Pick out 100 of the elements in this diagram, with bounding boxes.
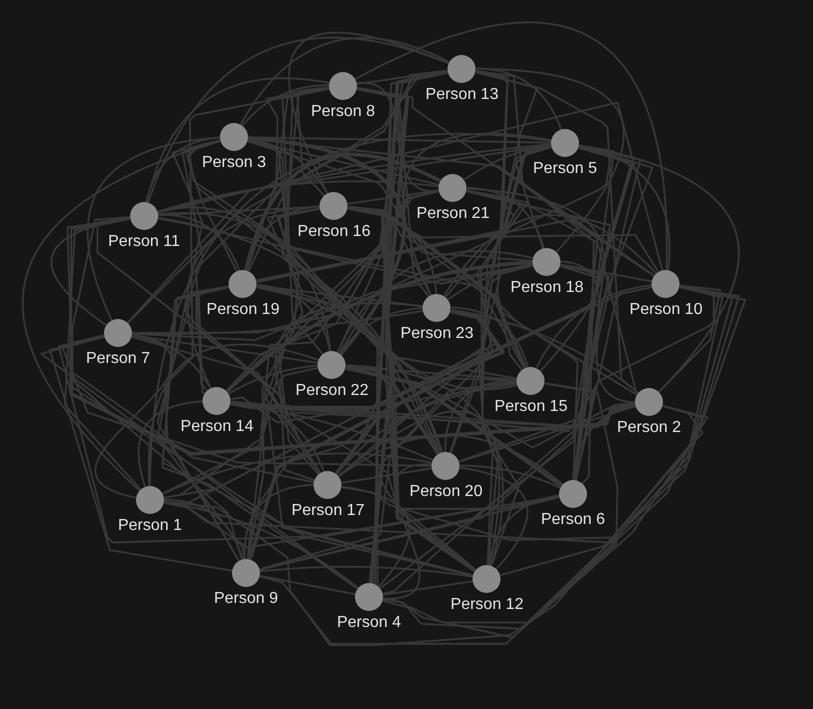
node-label: Person 11 <box>107 233 181 251</box>
connection-line <box>186 139 238 272</box>
connection-line <box>146 77 330 202</box>
connection-line <box>279 367 318 482</box>
connection-line <box>256 144 552 283</box>
connection-line <box>348 189 440 205</box>
connection-line <box>147 36 450 203</box>
node-label: Person 13 <box>424 86 500 104</box>
node-label: Person 21 <box>416 205 490 223</box>
connection-line <box>476 68 625 252</box>
node-label: Person 10 <box>628 301 704 319</box>
connection-line <box>259 566 474 578</box>
connection-line <box>536 284 652 369</box>
connection-line <box>402 132 552 296</box>
connection-line <box>342 467 432 484</box>
node-label: Person 1 <box>116 517 184 535</box>
connection-line <box>382 463 432 600</box>
connection-line <box>380 264 610 590</box>
node-label: Person 12 <box>450 596 524 614</box>
node-label: Person 2 <box>616 419 682 437</box>
connection-line <box>500 285 740 576</box>
connection-line <box>162 452 432 495</box>
connection-line <box>575 286 652 480</box>
connection-line <box>475 68 562 130</box>
connection-line <box>164 264 534 499</box>
connection-line <box>94 334 174 499</box>
connection-line <box>132 189 440 334</box>
node-label: Person 20 <box>408 483 484 501</box>
node-label: Person 23 <box>400 325 474 343</box>
connection-line <box>240 36 450 126</box>
connection-line <box>296 86 330 196</box>
node-label: Person 19 <box>206 301 280 319</box>
connection-line <box>157 102 664 271</box>
connection-line <box>164 88 330 562</box>
node-label: Person 3 <box>200 154 268 172</box>
node-label: Person 22 <box>294 382 370 400</box>
connection-line <box>162 286 358 590</box>
node-label: Person 16 <box>296 223 372 241</box>
connection-line <box>459 405 636 463</box>
connection-line <box>476 70 595 484</box>
connection-line <box>246 146 552 560</box>
connection-line <box>336 250 534 353</box>
connection-line <box>466 186 545 249</box>
connection-line <box>382 580 474 596</box>
connection-line <box>230 400 325 472</box>
connection-line <box>342 486 410 588</box>
connection-line <box>338 190 515 477</box>
node-label: Person 7 <box>84 350 152 368</box>
connection-line <box>64 218 142 490</box>
connection-line <box>466 190 638 396</box>
node-label: Person 6 <box>540 511 606 529</box>
connection-line <box>354 22 668 270</box>
connection-line <box>244 152 442 272</box>
connection-line <box>162 190 440 494</box>
connection-line <box>72 216 314 484</box>
connection-line <box>228 364 318 394</box>
connection-line <box>158 212 332 352</box>
connection-line <box>356 86 440 456</box>
connection-line <box>86 136 220 321</box>
connection-line <box>265 208 321 474</box>
connection-line <box>460 464 561 489</box>
connection-line <box>276 208 378 584</box>
node-label: Person 9 <box>212 590 280 608</box>
connection-line <box>345 364 504 566</box>
connection-line <box>156 285 240 562</box>
connection-line <box>157 180 440 213</box>
connection-line <box>256 284 331 352</box>
connection-line <box>560 260 636 404</box>
connection-line <box>450 306 529 368</box>
connection-line <box>382 144 615 595</box>
connection-line <box>466 188 605 372</box>
connection-line <box>242 84 329 126</box>
connection-line <box>164 498 244 560</box>
connection-line <box>244 484 314 560</box>
connection-line <box>658 284 721 393</box>
connection-line <box>382 404 708 638</box>
node-label: Person 18 <box>510 279 584 297</box>
connection-line <box>259 405 704 645</box>
connection-line <box>230 145 634 410</box>
connection-line <box>188 140 638 396</box>
connection-line <box>226 260 534 393</box>
connection-line <box>158 217 442 453</box>
connection-line <box>345 366 563 488</box>
connection-line <box>348 206 438 294</box>
connection-line <box>334 70 449 475</box>
node-label: Person 4 <box>336 614 402 632</box>
connection-line <box>132 334 212 390</box>
connection-line <box>443 214 658 296</box>
node-label: Person 15 <box>494 398 568 416</box>
connection-line <box>248 136 406 356</box>
connection-line <box>259 265 598 571</box>
connection-line <box>450 309 639 394</box>
connection-line <box>259 496 560 571</box>
connection-line <box>230 382 518 424</box>
connection-line <box>560 264 652 282</box>
connection-line <box>148 344 320 486</box>
connection-line <box>342 286 724 541</box>
connection-line <box>338 434 564 486</box>
connection-line <box>149 132 552 486</box>
node-label: Person 14 <box>180 418 254 436</box>
